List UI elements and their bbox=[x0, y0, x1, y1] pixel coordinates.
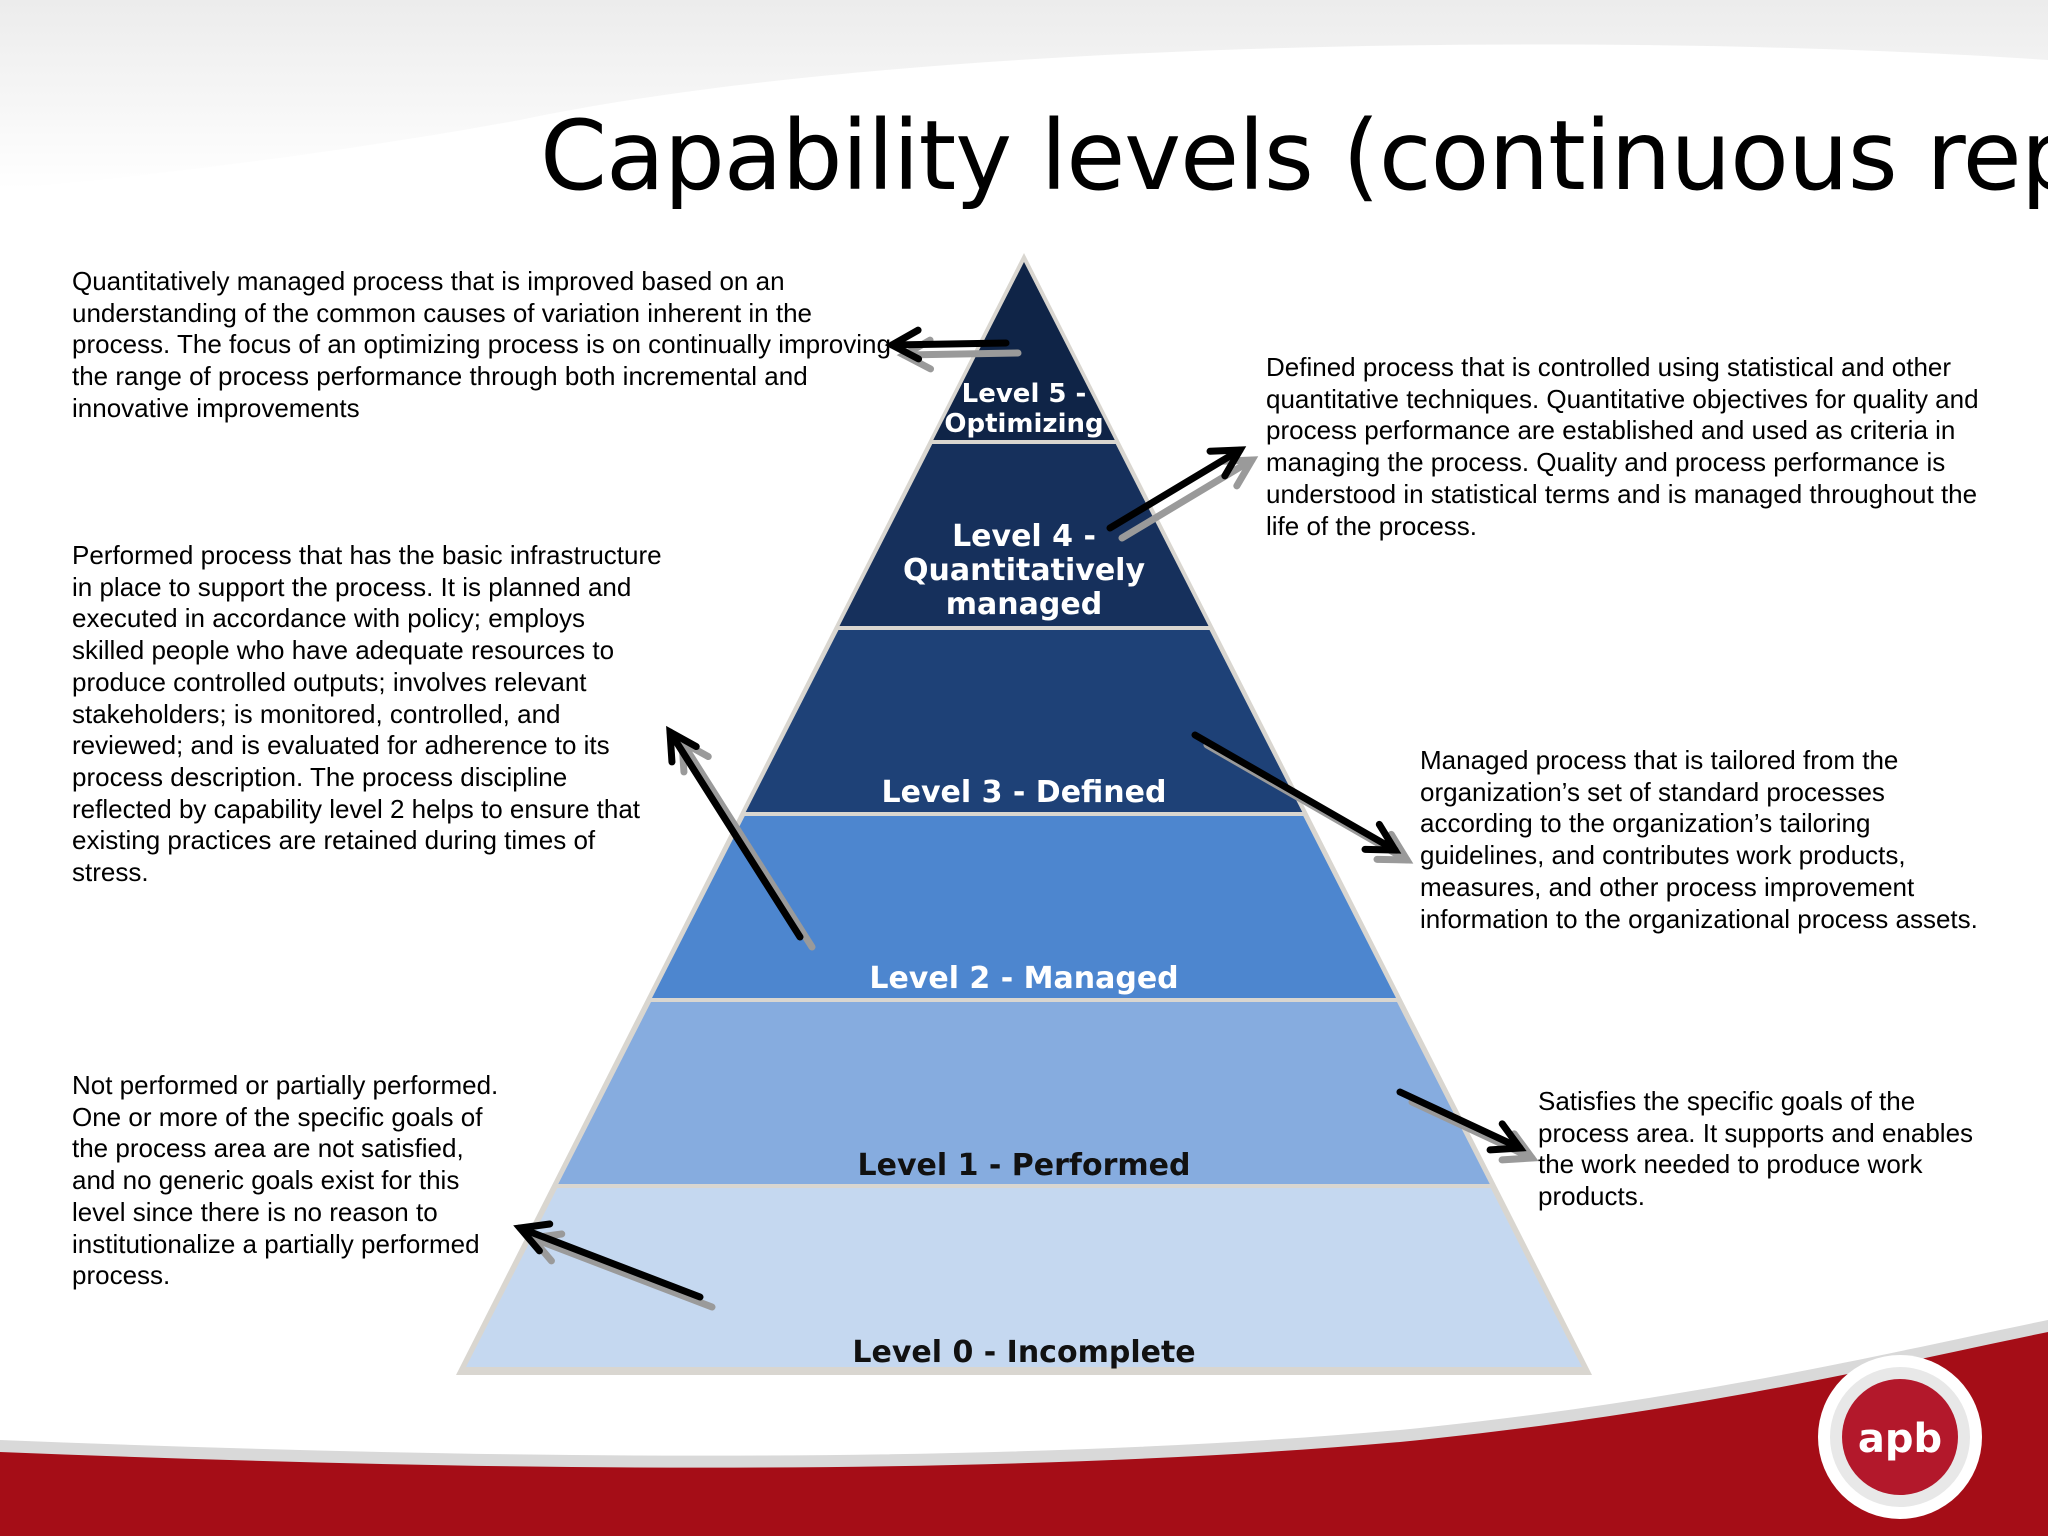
arrow-level4 bbox=[1106, 446, 1259, 542]
pyramid-level-5-label: Level 5 - bbox=[962, 379, 1087, 409]
logo-text: apb bbox=[1858, 1416, 1942, 1462]
pyramid-level-1-label: Level 1 - Performed bbox=[858, 1148, 1191, 1183]
footer-highlight bbox=[0, 1320, 2048, 1468]
pyramid-level-2-label: Level 2 - Managed bbox=[869, 961, 1178, 996]
level4-description: Defined process that is controlled using… bbox=[1266, 352, 1979, 541]
pyramid-level-0 bbox=[466, 1188, 1582, 1367]
level2-description: Performed process that has the basic inf… bbox=[72, 540, 662, 888]
arrow-level0 bbox=[513, 1220, 716, 1311]
footer-band bbox=[0, 1330, 2048, 1536]
pyramid-level-5-label: Optimizing bbox=[944, 409, 1103, 439]
apb-logo[interactable]: apb bbox=[1818, 1355, 1982, 1519]
pyramid-level-4-label: Level 4 - bbox=[952, 519, 1096, 554]
page-title: Capability levels (continuous rep.) bbox=[540, 100, 2048, 212]
pyramid-level-4 bbox=[839, 444, 1209, 626]
arrow-level2 bbox=[666, 725, 816, 951]
pyramid-level-0-label: Level 0 - Incomplete bbox=[852, 1335, 1195, 1370]
pyramid-level-1 bbox=[558, 1002, 1490, 1184]
level3-description: Managed process that is tailored from th… bbox=[1420, 745, 1978, 934]
pyramid-level-3 bbox=[745, 630, 1303, 812]
level1-description: Satisfies the specific goals of the proc… bbox=[1538, 1086, 1974, 1212]
pyramid-level-4-label: managed bbox=[946, 587, 1102, 622]
pyramid-level-4-label: Quantitatively bbox=[903, 553, 1145, 588]
pyramid-level-5 bbox=[933, 262, 1115, 440]
level5-description: Quantitatively managed process that is i… bbox=[72, 266, 891, 423]
pyramid-level-2 bbox=[652, 816, 1396, 998]
level0-description: Not performed or partially performed. On… bbox=[72, 1070, 499, 1291]
arrow-level3 bbox=[1191, 731, 1414, 864]
arrow-level1 bbox=[1396, 1088, 1539, 1164]
top-swoosh bbox=[0, 0, 2048, 190]
pyramid-level-3-label: Level 3 - Defined bbox=[882, 775, 1167, 810]
arrow-level5 bbox=[884, 326, 1022, 373]
